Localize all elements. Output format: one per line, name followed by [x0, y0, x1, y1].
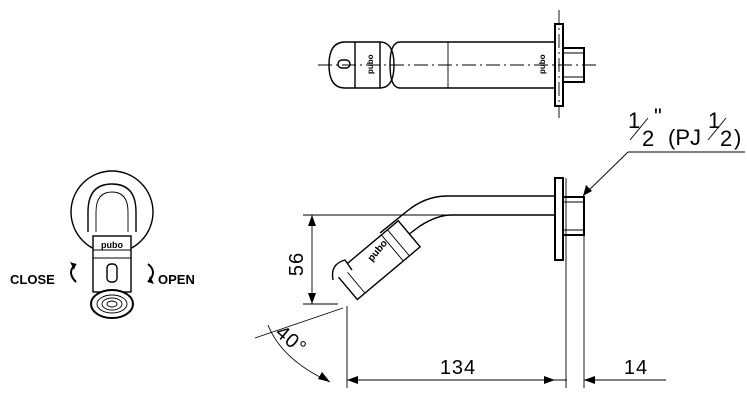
dim-14-text: 14 [624, 357, 648, 379]
dim-40-text: 40° [271, 321, 311, 359]
aerator [90, 289, 134, 319]
open-label: OPEN [158, 272, 195, 287]
thread-leader [582, 151, 629, 197]
side-spout-body [334, 219, 422, 301]
front-sensor-window [106, 263, 118, 283]
front-elbow-inner [95, 191, 129, 232]
side-view: pubo 1 2 " (PJ 1 2 ) [331, 104, 745, 301]
thread-pj-den: 2 [720, 126, 732, 151]
dim-134-text: 134 [440, 357, 476, 379]
dim-56-text: 56 [286, 252, 308, 276]
front-view: pubo CLOSE OPEN [10, 170, 195, 319]
top-view: pubo pubo [318, 10, 598, 118]
thread-num: 1 [628, 108, 640, 133]
thread-den: 2 [642, 126, 654, 151]
dimensions: 56 40° 134 14 [254, 178, 666, 388]
side-sensor-bump [331, 259, 353, 281]
thread-inch: " [654, 104, 662, 129]
side-flange [554, 177, 564, 261]
brand-mark-front: pubo [101, 240, 123, 250]
thread-pj: (PJ [668, 125, 701, 150]
dim-40-ext2 [254, 307, 344, 339]
thread-pj-close: ) [734, 125, 741, 150]
side-thread [562, 196, 585, 236]
front-elbow [87, 183, 137, 232]
brand-mark-top: pubo [538, 54, 547, 74]
brand-mark-top-nozzle: pubo [366, 54, 375, 74]
close-label: CLOSE [10, 272, 55, 287]
top-sensor-window [337, 59, 351, 69]
thread-pj-num: 1 [708, 108, 720, 133]
